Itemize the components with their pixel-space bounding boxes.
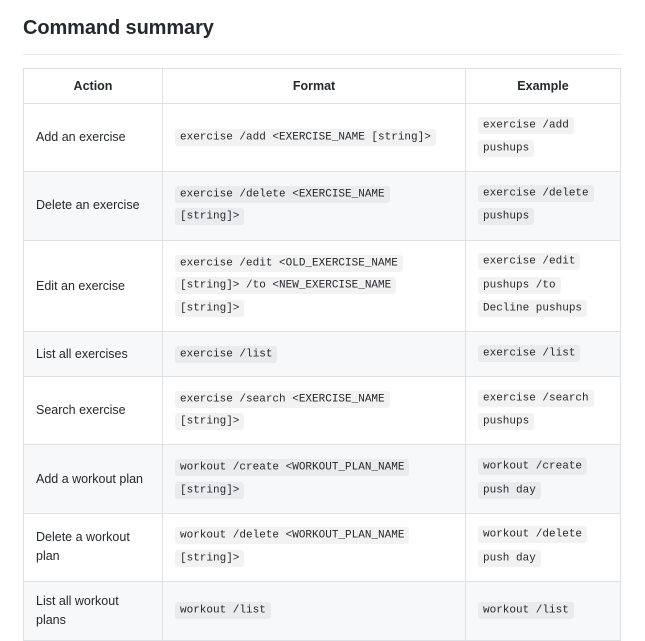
code-example: workout /list <box>478 601 574 619</box>
cell-format: exercise /edit <OLD_EXERCISE_NAME [strin… <box>162 239 466 333</box>
code-example: exercise /edit pushups /to Decline pushu… <box>478 253 588 318</box>
cell-example: exercise /search pushups <box>465 376 621 446</box>
code-format: workout /create <WORKOUT_PLAN_NAME [stri… <box>175 459 410 499</box>
cell-example: workout /delete push day <box>465 512 621 582</box>
cell-format: workout /create <WORKOUT_PLAN_NAME [stri… <box>162 444 466 514</box>
cell-action: Search exercise <box>23 376 163 446</box>
cell-action: List all exercises <box>23 331 163 378</box>
table-row: Delete a workout plan workout /delete <W… <box>23 512 621 582</box>
cell-action: List all workout plans <box>23 580 163 641</box>
code-example: exercise /search pushups <box>478 389 594 431</box>
table-row: List all exercises exercise /list exerci… <box>23 331 621 378</box>
code-example: exercise /add pushups <box>478 116 574 158</box>
table-row: Delete an exercise exercise /delete <EXE… <box>23 171 621 241</box>
table-row: Edit an exercise exercise /edit <OLD_EXE… <box>23 239 621 333</box>
title-divider <box>23 54 622 55</box>
cell-example: workout /list <box>465 580 621 641</box>
column-header-format: Format <box>162 68 466 104</box>
cell-example: exercise /add pushups <box>465 102 621 173</box>
cell-action: Add an exercise <box>23 102 163 173</box>
code-example: workout /delete push day <box>478 526 588 567</box>
cell-example: workout /create push day <box>465 444 621 514</box>
cell-action: Add a workout plan <box>23 444 163 514</box>
page-title: Command summary <box>23 17 214 39</box>
column-header-action: Action <box>23 68 163 104</box>
command-summary-table-container: Action Format Example Add an exercise ex… <box>23 68 622 641</box>
code-format: exercise /add <EXERCISE_NAME [string]> <box>175 128 436 146</box>
code-format: exercise /list <box>175 345 278 363</box>
table-row: List all workout plans workout /list wor… <box>23 580 621 641</box>
code-format: workout /delete <WORKOUT_PLAN_NAME [stri… <box>175 527 410 567</box>
column-header-example: Example <box>465 68 621 104</box>
code-example: workout /create push day <box>478 457 588 499</box>
document-page: Command summary Action Format Example Ad… <box>23 17 622 641</box>
cell-action: Delete an exercise <box>23 171 163 241</box>
cell-format: exercise /add <EXERCISE_NAME [string]> <box>162 102 466 173</box>
code-example: exercise /delete pushups <box>478 184 594 226</box>
cell-format: workout /list <box>162 580 466 641</box>
table-body: Add an exercise exercise /add <EXERCISE_… <box>23 102 621 641</box>
code-format: workout /list <box>175 602 271 620</box>
cell-format: exercise /delete <EXERCISE_NAME [string]… <box>162 171 466 241</box>
command-summary-table: Action Format Example Add an exercise ex… <box>23 68 621 641</box>
code-format: exercise /search <EXERCISE_NAME [string]… <box>175 390 390 431</box>
code-example: exercise /list <box>478 344 581 362</box>
table-row: Search exercise exercise /search <EXERCI… <box>23 376 621 446</box>
cell-example: exercise /delete pushups <box>465 171 621 241</box>
cell-action: Edit an exercise <box>23 239 163 333</box>
table-header: Action Format Example <box>23 68 621 104</box>
table-header-row: Action Format Example <box>23 68 621 104</box>
cell-format: workout /delete <WORKOUT_PLAN_NAME [stri… <box>162 512 466 582</box>
cell-example: exercise /list <box>465 331 621 378</box>
cell-example: exercise /edit pushups /to Decline pushu… <box>465 239 621 333</box>
code-format: exercise /delete <EXERCISE_NAME [string]… <box>175 185 390 226</box>
cell-action: Delete a workout plan <box>23 512 163 582</box>
code-format: exercise /edit <OLD_EXERCISE_NAME [strin… <box>175 254 403 317</box>
table-row: Add an exercise exercise /add <EXERCISE_… <box>23 102 621 173</box>
cell-format: exercise /search <EXERCISE_NAME [string]… <box>162 376 466 446</box>
table-row: Add a workout plan workout /create <WORK… <box>23 444 621 514</box>
cell-format: exercise /list <box>162 331 466 378</box>
